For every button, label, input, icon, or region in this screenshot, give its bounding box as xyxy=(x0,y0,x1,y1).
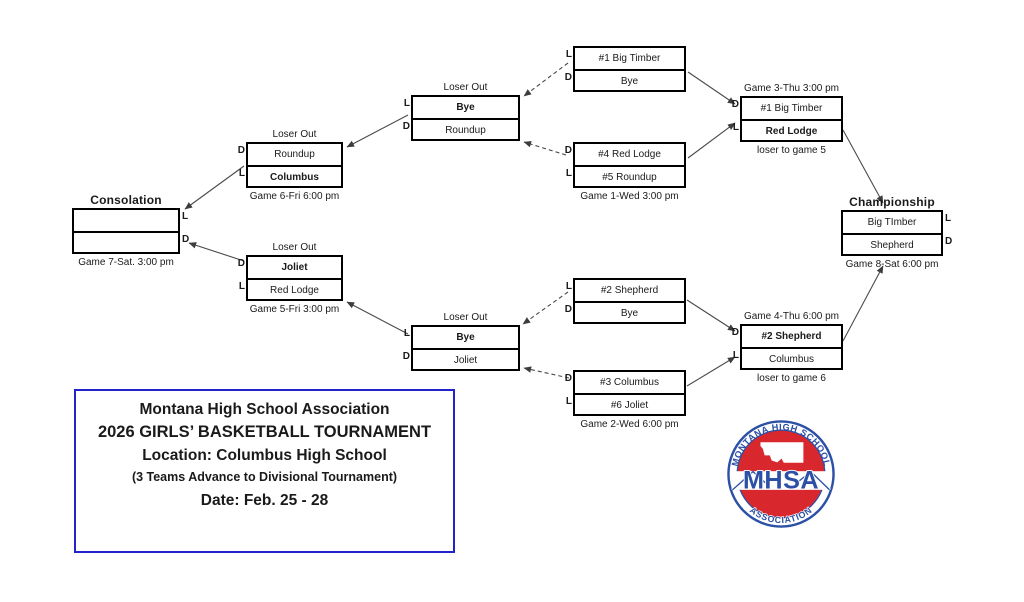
match-footer: loser to game 5 xyxy=(757,145,826,156)
winner-loser-label: L xyxy=(238,168,245,179)
bracket-title-consolation: Consolation xyxy=(90,193,162,207)
match-footer: Game 2-Wed 6:00 pm xyxy=(580,419,679,430)
match-footer: Game 8-Sat 6:00 pm xyxy=(845,259,939,270)
team-cell: #2 Shepherd xyxy=(575,280,684,301)
winner-loser-label: D xyxy=(564,304,572,315)
team-cell: Joliet xyxy=(413,348,518,369)
team-cell: Bye xyxy=(413,327,518,348)
winner-loser-label: L xyxy=(565,49,572,60)
team-cell: #1 Big Timber xyxy=(575,48,684,69)
team-cell: #1 Big Timber xyxy=(742,98,841,119)
match-header: Game 4-Thu 6:00 pm xyxy=(743,311,840,322)
team-cell: Bye xyxy=(413,97,518,118)
match-header: Game 3-Thu 3:00 pm xyxy=(743,83,840,94)
winner-loser-label: D xyxy=(402,121,410,132)
team-cell: Columbus xyxy=(248,165,341,186)
winner-loser-label: D xyxy=(564,145,572,156)
team-cell: Bye xyxy=(575,69,684,90)
winner-loser-label: D xyxy=(564,72,572,83)
winner-loser-label: L xyxy=(945,213,952,224)
winner-loser-label: L xyxy=(182,211,189,222)
match-header: Loser Out xyxy=(272,242,317,253)
team-cell: #5 Roundup xyxy=(575,165,684,186)
match-footer: Game 6-Fri 6:00 pm xyxy=(249,191,340,202)
winner-loser-label: L xyxy=(565,396,572,407)
team-cell: Red Lodge xyxy=(742,119,841,140)
winner-loser-label: D xyxy=(237,145,245,156)
team-cell: Joliet xyxy=(248,257,341,278)
winner-loser-label: L xyxy=(565,281,572,292)
winner-loser-label: D xyxy=(945,236,953,247)
team-cell xyxy=(74,210,178,231)
info-association: Montana High School Association xyxy=(139,401,390,418)
team-cell: Shepherd xyxy=(843,233,941,254)
match-footer: Game 1-Wed 3:00 pm xyxy=(580,191,679,202)
mhsa-logo: MHSA MONTANA HIGH SCHOOL ASSOCIATION xyxy=(727,420,835,528)
winner-loser-label: D xyxy=(731,99,739,110)
team-cell: Roundup xyxy=(413,118,518,139)
winner-loser-label: L xyxy=(732,350,739,361)
winner-loser-label: D xyxy=(182,234,190,245)
info-advance-note: (3 Teams Advance to Divisional Tournamen… xyxy=(131,470,398,484)
winner-loser-label: D xyxy=(564,373,572,384)
bracket-title-championship: Championship xyxy=(849,195,935,209)
match-header: Loser Out xyxy=(443,82,488,93)
winner-loser-label: D xyxy=(237,258,245,269)
tournament-info-box: Montana High School Association 2026 GIR… xyxy=(74,389,455,553)
winner-loser-label: L xyxy=(238,281,245,292)
team-cell: #2 Shepherd xyxy=(742,326,841,347)
info-location: Location: Columbus High School xyxy=(142,447,387,464)
logo-acronym: MHSA xyxy=(743,466,819,494)
winner-loser-label: D xyxy=(731,327,739,338)
match-game-2: D L #3 Columbus#6 Joliet Game 2-Wed 6:00… xyxy=(565,370,686,430)
team-cell: Roundup xyxy=(248,144,341,165)
match-footer: Game 5-Fri 3:00 pm xyxy=(249,304,340,315)
team-cell: #4 Red Lodge xyxy=(575,144,684,165)
match-game-1: D L #4 Red Lodge#5 Roundup Game 1-Wed 3:… xyxy=(565,142,686,202)
team-cell: Columbus xyxy=(742,347,841,368)
montana-state-icon xyxy=(760,442,804,463)
match-footer: loser to game 6 xyxy=(757,373,826,384)
match-footer: Game 7-Sat. 3:00 pm xyxy=(78,257,174,268)
team-cell: #6 Joliet xyxy=(575,393,684,414)
winner-loser-label: L xyxy=(732,122,739,133)
team-cell xyxy=(74,231,178,252)
winner-loser-label: D xyxy=(402,351,410,362)
team-cell: #3 Columbus xyxy=(575,372,684,393)
winner-loser-label: L xyxy=(565,168,572,179)
team-cell: Big TImber xyxy=(843,212,941,233)
mountain-peaks-icon xyxy=(732,470,830,491)
team-cell: Red Lodge xyxy=(248,278,341,299)
info-date: Date: Feb. 25 - 28 xyxy=(200,492,329,509)
match-header: Loser Out xyxy=(272,129,317,140)
match-consolation: Consolation L D Game 7-Sat. 3:00 pm xyxy=(72,193,189,268)
winner-loser-label: L xyxy=(403,328,410,339)
info-tournament-title: 2026 GIRLS’ BASKETBALL TOURNAMENT xyxy=(97,423,432,441)
team-cell: Bye xyxy=(575,301,684,322)
match-header: Loser Out xyxy=(443,312,488,323)
winner-loser-label: L xyxy=(403,98,410,109)
